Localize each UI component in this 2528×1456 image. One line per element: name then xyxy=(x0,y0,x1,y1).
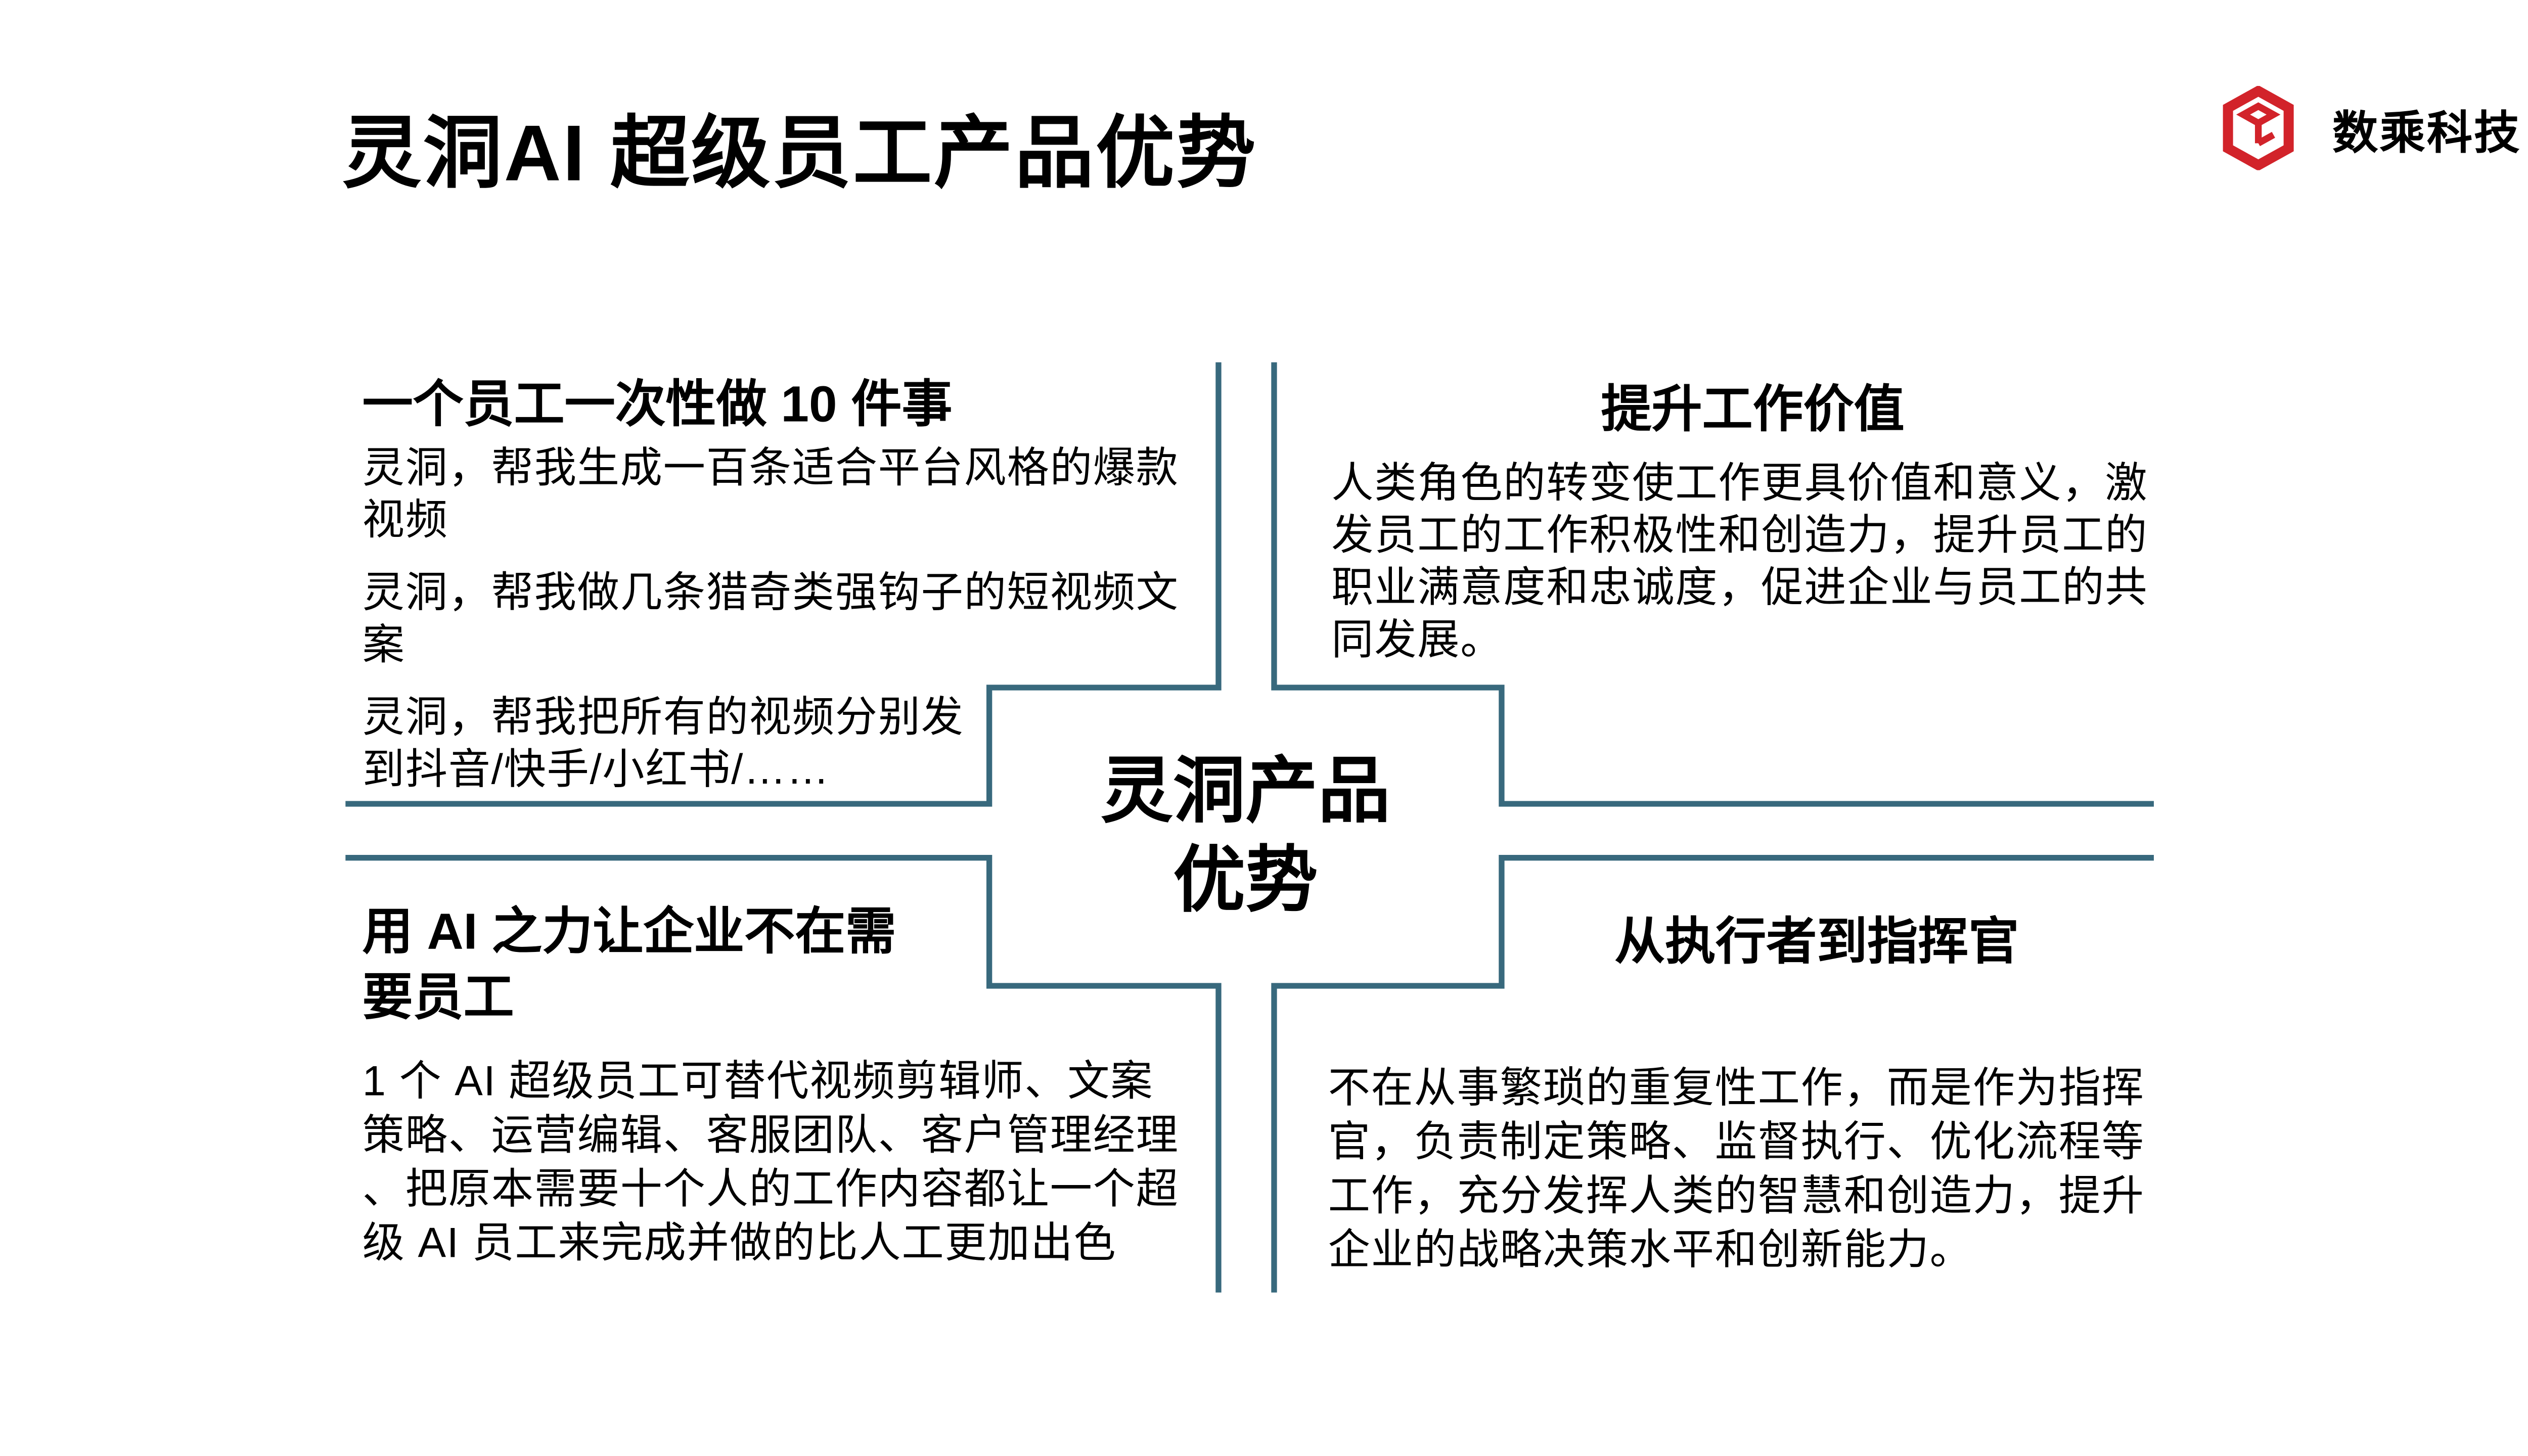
logo-company-name: 数乘科技 xyxy=(2332,107,2521,158)
quadrant-bottom-right-body: 不在从事繁琐的重复性工作，而是作为指挥 官，负责制定策略、监督执行、优化流程等 … xyxy=(1328,1065,2145,1274)
quadrant-bottom-left-body: 1 个 AI 超级员工可替代视频剪辑师、文案 策略、运营编辑、客服团队、客户管理… xyxy=(362,1058,1179,1267)
hexagon-cube-logo-icon xyxy=(2223,85,2294,170)
center-title: 灵洞产品 优势 xyxy=(1100,750,1390,921)
quadrant-top-left-item: 灵洞，帮我做几条猎奇类强钩子的短视频文 案 xyxy=(362,569,1179,669)
bracket-bottom-right xyxy=(1271,854,2154,1293)
quadrant-top-right-body: 人类角色的转变使工作更具价值和意义，激 发员工的工作积极性和创造力，提升员工的 … xyxy=(1331,460,2148,664)
quadrant-top-left-item: 灵洞，帮我生成一百条适合平台风格的爆款 视频 xyxy=(362,444,1179,544)
slide-title: 灵洞AI 超级员工产品优势 xyxy=(342,108,1257,197)
company-logo: 数乘科技 xyxy=(2220,84,2528,172)
bracket-top-right xyxy=(1271,362,2154,807)
quadrant-bottom-left-heading: 用 AI 之力让企业不在需 要员工 xyxy=(362,904,896,1026)
bracket-bottom-left xyxy=(345,854,1222,1293)
bracket-top-left xyxy=(345,362,1222,807)
quadrant-bottom-right-heading: 从执行者到指挥官 xyxy=(1614,915,2019,971)
quadrant-top-left-item: 灵洞，帮我把所有的视频分别发 到抖音/快手/小红书/…… xyxy=(362,694,964,794)
quadrant-top-left-heading: 一个员工一次性做 10 件事 xyxy=(362,377,953,433)
quadrant-top-right-heading: 提升工作价值 xyxy=(1601,382,1905,438)
